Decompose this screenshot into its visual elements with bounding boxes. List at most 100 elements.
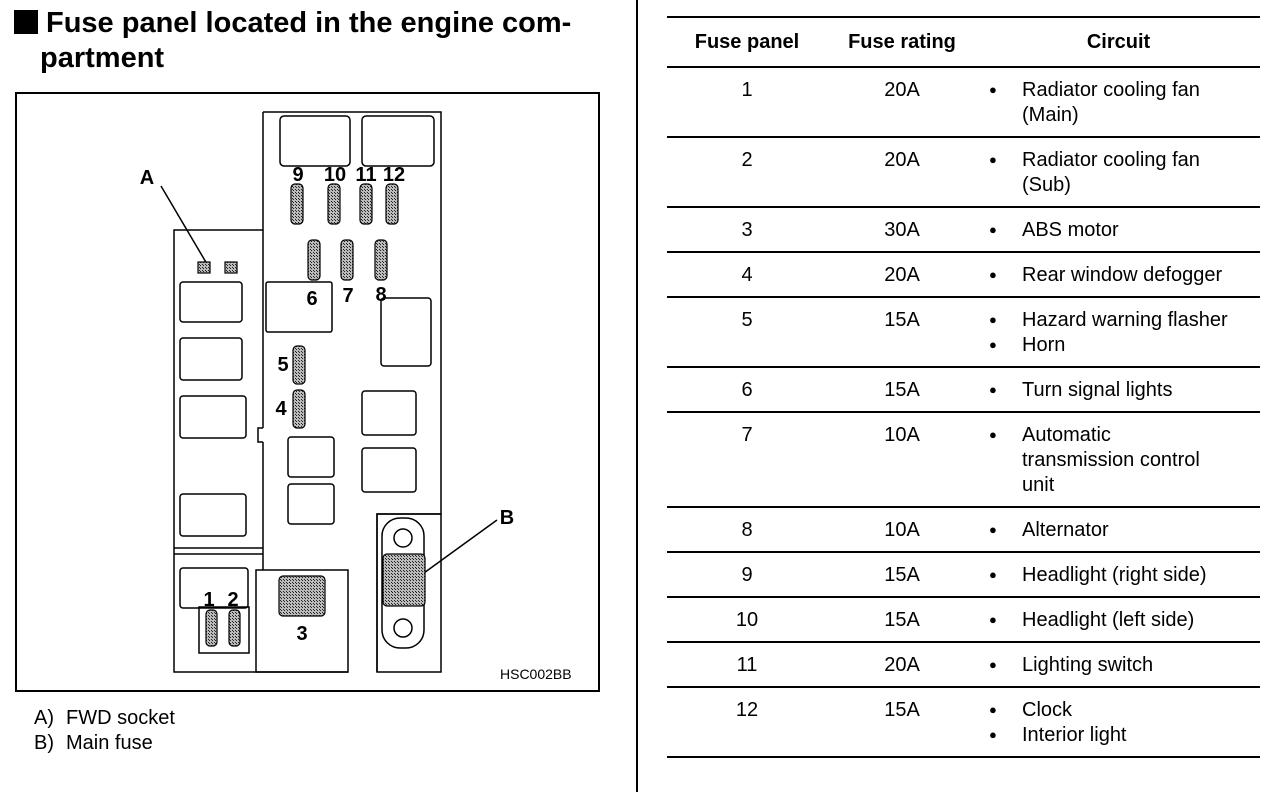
circuit-item: Clock <box>989 697 1260 723</box>
circuit-list: Rear window defogger <box>977 262 1260 288</box>
fuse-panel-drawing: A B 1 2 3 4 5 6 7 8 9 10 11 12 HSC002BB <box>140 111 572 682</box>
circuit-cell: Headlight (right side) <box>977 552 1260 598</box>
table-header-row: Fuse panel Fuse rating Circuit <box>667 16 1260 68</box>
circuit-list: Hazard warning flasherHorn <box>977 307 1260 358</box>
heading-line-1: Fuse panel located in the engine com- <box>46 7 572 39</box>
fuse-label-11: 11 <box>355 164 376 186</box>
circuit-list: ABS motor <box>977 217 1260 243</box>
fuse-rating: 20A <box>827 137 977 208</box>
table-row: 120ARadiator cooling fan(Main) <box>667 67 1260 138</box>
circuit-text: Hazard warning flasher <box>1022 309 1228 331</box>
fuse-label-5: 5 <box>277 354 288 376</box>
heading-square-icon <box>14 10 38 34</box>
circuit-list: Radiator cooling fan(Main) <box>977 77 1260 128</box>
fuse-panel-number: 3 <box>667 207 827 253</box>
fuse-panel-number: 7 <box>667 412 827 508</box>
circuit-item: Turn signal lights <box>989 377 1260 403</box>
table-row: 515AHazard warning flasherHorn <box>667 297 1260 368</box>
circuit-item: ABS motor <box>989 217 1260 243</box>
fuse-label-10: 10 <box>324 164 346 186</box>
fuse-panel-number: 8 <box>667 507 827 553</box>
fuse-label-2: 2 <box>227 589 238 611</box>
header-fuse-rating: Fuse rating <box>827 16 977 68</box>
callout-b-label: B <box>500 507 514 529</box>
column-divider <box>636 0 638 792</box>
circuit-list: Headlight (left side) <box>977 607 1260 633</box>
fuse-label-6: 6 <box>306 288 317 310</box>
circuit-text: (Main) <box>1022 104 1079 126</box>
table-row: 420ARear window defogger <box>667 252 1260 298</box>
circuit-item: Rear window defogger <box>989 262 1260 288</box>
table-row: 1015AHeadlight (left side) <box>667 597 1260 643</box>
fuse-rating: 10A <box>827 507 977 553</box>
circuit-cell: Turn signal lights <box>977 367 1260 413</box>
table-row: 915AHeadlight (right side) <box>667 552 1260 598</box>
circuit-text: transmission control <box>1022 449 1200 471</box>
legend-text: Main fuse <box>66 732 153 754</box>
circuit-item: Radiator cooling fan(Main) <box>989 77 1260 128</box>
circuit-list: Turn signal lights <box>977 377 1260 403</box>
fuse-panel-number: 12 <box>667 687 827 758</box>
fuse-rating: 15A <box>827 297 977 368</box>
table-row: 220ARadiator cooling fan(Sub) <box>667 137 1260 208</box>
callout-a-label: A <box>140 167 154 189</box>
circuit-cell: Lighting switch <box>977 642 1260 688</box>
fuse-table-body: 120ARadiator cooling fan(Main)220ARadiat… <box>667 67 1260 758</box>
circuit-item: Headlight (left side) <box>989 607 1260 633</box>
circuit-cell: Rear window defogger <box>977 252 1260 298</box>
circuit-item: Radiator cooling fan(Sub) <box>989 147 1260 198</box>
circuit-text: Automatic <box>1022 424 1111 446</box>
fuse-panel-number: 11 <box>667 642 827 688</box>
fuse-label-3: 3 <box>296 623 307 645</box>
header-fuse-panel: Fuse panel <box>667 16 827 68</box>
fuse-label-4: 4 <box>275 398 287 420</box>
fuse-table: Fuse panel Fuse rating Circuit 120ARadia… <box>667 16 1260 758</box>
table-row: 1120ALighting switch <box>667 642 1260 688</box>
circuit-cell: Radiator cooling fan(Sub) <box>977 137 1260 208</box>
circuit-cell: Hazard warning flasherHorn <box>977 297 1260 368</box>
legend-text: FWD socket <box>66 707 175 729</box>
fuse-rating: 20A <box>827 252 977 298</box>
fuse-rating: 15A <box>827 552 977 598</box>
circuit-text: Clock <box>1022 699 1073 721</box>
circuit-item: Hazard warning flasher <box>989 307 1260 333</box>
heading-line-2: partment <box>40 42 165 74</box>
legend-item-a: A) FWD socket <box>34 706 175 731</box>
figure-code: HSC002BB <box>500 666 572 682</box>
circuit-cell: ABS motor <box>977 207 1260 253</box>
fuse-panel-number: 1 <box>667 67 827 138</box>
fuse-panel-number: 6 <box>667 367 827 413</box>
legend-item-b: B) Main fuse <box>34 731 175 756</box>
circuit-cell: Radiator cooling fan(Main) <box>977 67 1260 138</box>
circuit-cell: ClockInterior light <box>977 687 1260 758</box>
fuse-rating: 15A <box>827 687 977 758</box>
circuit-item: Alternator <box>989 517 1260 543</box>
circuit-text: Headlight (left side) <box>1022 609 1195 631</box>
fuse-rating: 20A <box>827 642 977 688</box>
fuse-label-12: 12 <box>383 164 405 186</box>
legend-key: B) <box>34 732 54 754</box>
circuit-text: Rear window defogger <box>1022 264 1223 286</box>
circuit-item: Interior light <box>989 722 1260 748</box>
header-circuit: Circuit <box>977 16 1260 68</box>
circuit-text: Radiator cooling fan <box>1022 149 1200 171</box>
circuit-list: ClockInterior light <box>977 697 1260 748</box>
circuit-list: Radiator cooling fan(Sub) <box>977 147 1260 198</box>
circuit-list: Headlight (right side) <box>977 562 1260 588</box>
fuse-label-9: 9 <box>292 164 303 186</box>
fuse-rating: 30A <box>827 207 977 253</box>
fuse-panel-number: 10 <box>667 597 827 643</box>
fuse-label-7: 7 <box>342 285 353 307</box>
legend-key: A) <box>34 707 54 729</box>
circuit-cell: Alternator <box>977 507 1260 553</box>
fuse-rating: 15A <box>827 367 977 413</box>
section-heading: Fuse panel located in the engine com- pa… <box>14 6 614 76</box>
fuse-label-8: 8 <box>375 284 386 306</box>
